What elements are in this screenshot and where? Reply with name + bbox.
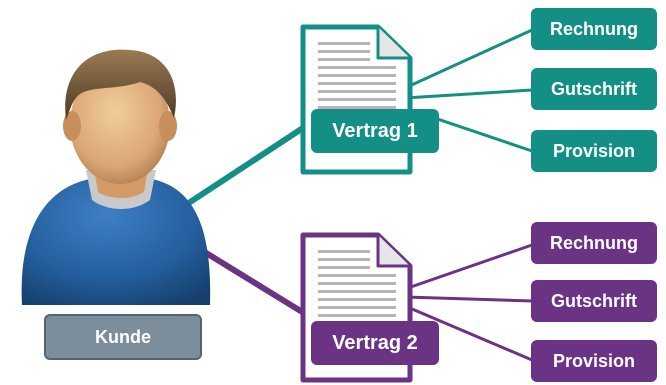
contract-2-label: Vertrag 2 — [311, 321, 439, 365]
contract-1-label: Vertrag 1 — [311, 109, 439, 153]
contract-1-document-provision: Provision — [531, 130, 657, 172]
connector-contract-2-doc-2 — [404, 295, 533, 303]
connector-contract-2-doc-1 — [404, 243, 533, 291]
contract-2-document-provision: Provision — [531, 340, 657, 382]
contract-2-document-gutschrift: Gutschrift — [531, 280, 657, 322]
contract-1-document-gutschrift: Gutschrift — [531, 68, 657, 110]
contract-1-document-rechnung: Rechnung — [531, 8, 657, 50]
customer-label: Kunde — [44, 314, 202, 360]
connector-contract-1-doc-2 — [404, 88, 533, 100]
connector-customer-contract-1 — [173, 119, 314, 215]
connector-contract-1-doc-1 — [404, 28, 533, 90]
person-icon — [21, 49, 211, 305]
contract-2-document-rechnung: Rechnung — [531, 222, 657, 264]
connector-contract-2-doc-3 — [404, 304, 533, 362]
